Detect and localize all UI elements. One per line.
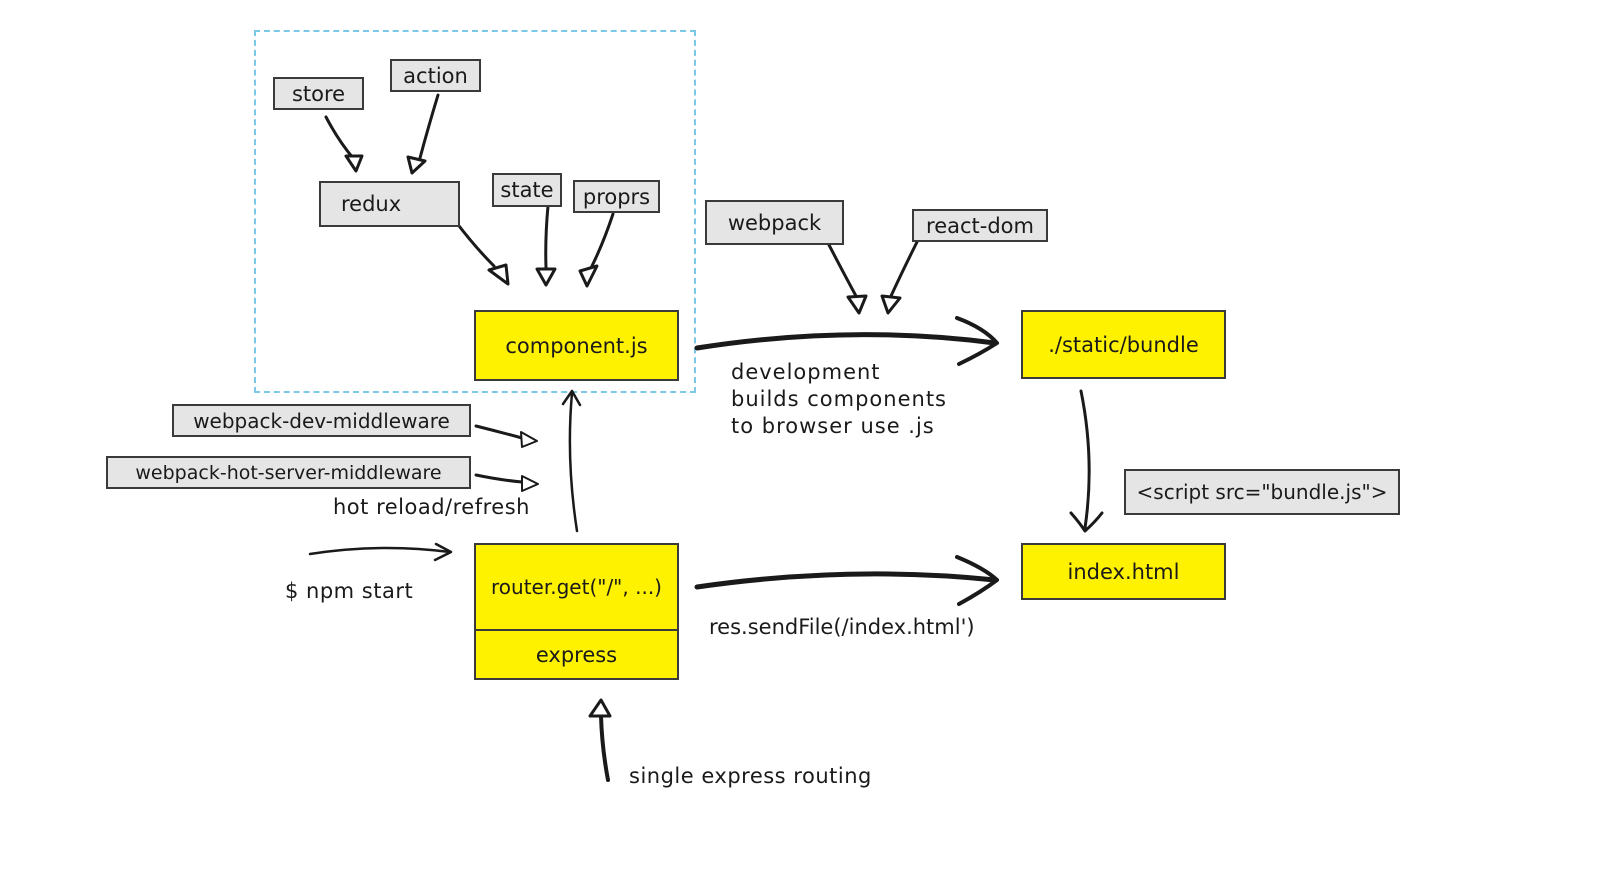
router-to-component-arrow: [568, 391, 579, 533]
send-file-label: res.sendFile(/index.html'): [709, 615, 975, 639]
proprs-to-component-arrow: [589, 212, 615, 270]
dev-middleware-arrowhead: [520, 431, 538, 448]
state-to-component-arrowhead: [535, 267, 557, 287]
react-dom-to-bundle-arrow: [889, 238, 920, 298]
hot-middleware-node: webpack-hot-server-middleware: [106, 456, 471, 489]
router-to-index-arrow: [694, 571, 998, 590]
bundle-to-index-arrow: [1079, 389, 1091, 530]
express-node: express: [474, 629, 679, 680]
proprs-to-component-arrowhead: [578, 264, 599, 288]
store-node: store: [273, 77, 364, 110]
dev-middleware-node: webpack-dev-middleware: [172, 404, 471, 437]
hot-middleware-arrowhead: [521, 475, 539, 492]
npm-start-arrow: [308, 546, 452, 556]
router-to-index-arrowhead: [955, 555, 999, 606]
npm-start-arrowhead: [433, 542, 453, 562]
dev-build-line-1: development: [731, 360, 881, 384]
bundle-to-index-arrowhead: [1069, 511, 1104, 533]
store-to-redux-arrow: [324, 115, 355, 160]
dev-build-note: development builds components to browser…: [731, 359, 947, 440]
dev-middleware-arrow: [474, 424, 524, 440]
router-node: router.get("/", ...): [474, 543, 679, 631]
react-dom-to-bundle-arrowhead: [880, 294, 902, 315]
index-html-node: index.html: [1021, 543, 1226, 600]
bundle-node: ./static/bundle: [1021, 310, 1226, 379]
npm-start-label: $ npm start: [285, 579, 414, 603]
hot-reload-label: hot reload/refresh: [333, 495, 530, 519]
component-to-bundle-arrow: [694, 332, 998, 351]
store-to-redux-arrowhead: [344, 154, 364, 173]
script-tag-node: <script src="bundle.js">: [1124, 469, 1400, 515]
state-node: state: [492, 173, 562, 207]
redux-to-component-arrowhead: [487, 263, 510, 286]
routing-to-express-arrow: [599, 714, 610, 782]
action-to-redux-arrowhead: [406, 155, 427, 175]
state-to-component-arrow: [544, 204, 550, 270]
webpack-node: webpack: [705, 200, 844, 245]
redux-to-component-arrow: [454, 220, 496, 268]
router-to-component-arrowhead: [561, 389, 582, 407]
component-to-bundle-arrowhead: [955, 316, 999, 366]
webpack-to-bundle-arrowhead: [846, 294, 868, 315]
redux-node: redux: [319, 181, 460, 227]
routing-to-express-arrowhead: [588, 698, 612, 718]
webpack-to-bundle-arrow: [826, 241, 858, 298]
react-dom-node: react-dom: [912, 209, 1048, 242]
react-redux-group: [254, 30, 696, 393]
single-routing-label: single express routing: [629, 764, 872, 788]
hot-middleware-arrow: [474, 473, 524, 484]
dev-build-line-3: to browser use .js: [731, 414, 935, 438]
action-node: action: [390, 59, 481, 92]
action-to-redux-arrow: [418, 93, 440, 160]
proprs-node: proprs: [573, 180, 660, 213]
dev-build-line-2: builds components: [731, 387, 947, 411]
component-node: component.js: [474, 310, 679, 381]
